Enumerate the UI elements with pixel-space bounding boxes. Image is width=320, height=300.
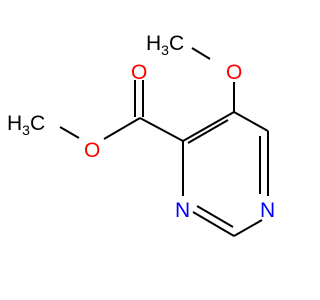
bond-carbonyl-ester-o (103, 117, 141, 140)
ring-nitrogen-left-label: N (175, 199, 190, 222)
bond-ester-o-methyl (59, 126, 80, 139)
bond-c4-carbonyl (139, 117, 184, 142)
bonds (59, 47, 269, 237)
bond-n1-c2 (233, 219, 263, 237)
methoxy-methyl-label: H3C (146, 32, 184, 58)
bond-methoxy-c-o (191, 47, 211, 60)
ester-oxygen-label: O (84, 139, 100, 162)
bond-c5-c4-inner (187, 119, 229, 144)
bond-c2-n3 (192, 211, 235, 237)
bond-c5-c6 (233, 111, 269, 132)
ether-oxygen-label: O (226, 61, 242, 84)
carbonyl-oxygen-label: O (131, 61, 147, 84)
ring-nitrogen-right-label: N (260, 199, 275, 222)
structure-diagram: H3C O O O H3C N N (7, 32, 275, 237)
atom-labels: H3C O O O H3C N N (7, 32, 275, 222)
bond-c5-c4 (182, 111, 235, 142)
ester-methyl-label: H3C (7, 112, 45, 138)
bond-c2-n3-inner (196, 205, 234, 228)
